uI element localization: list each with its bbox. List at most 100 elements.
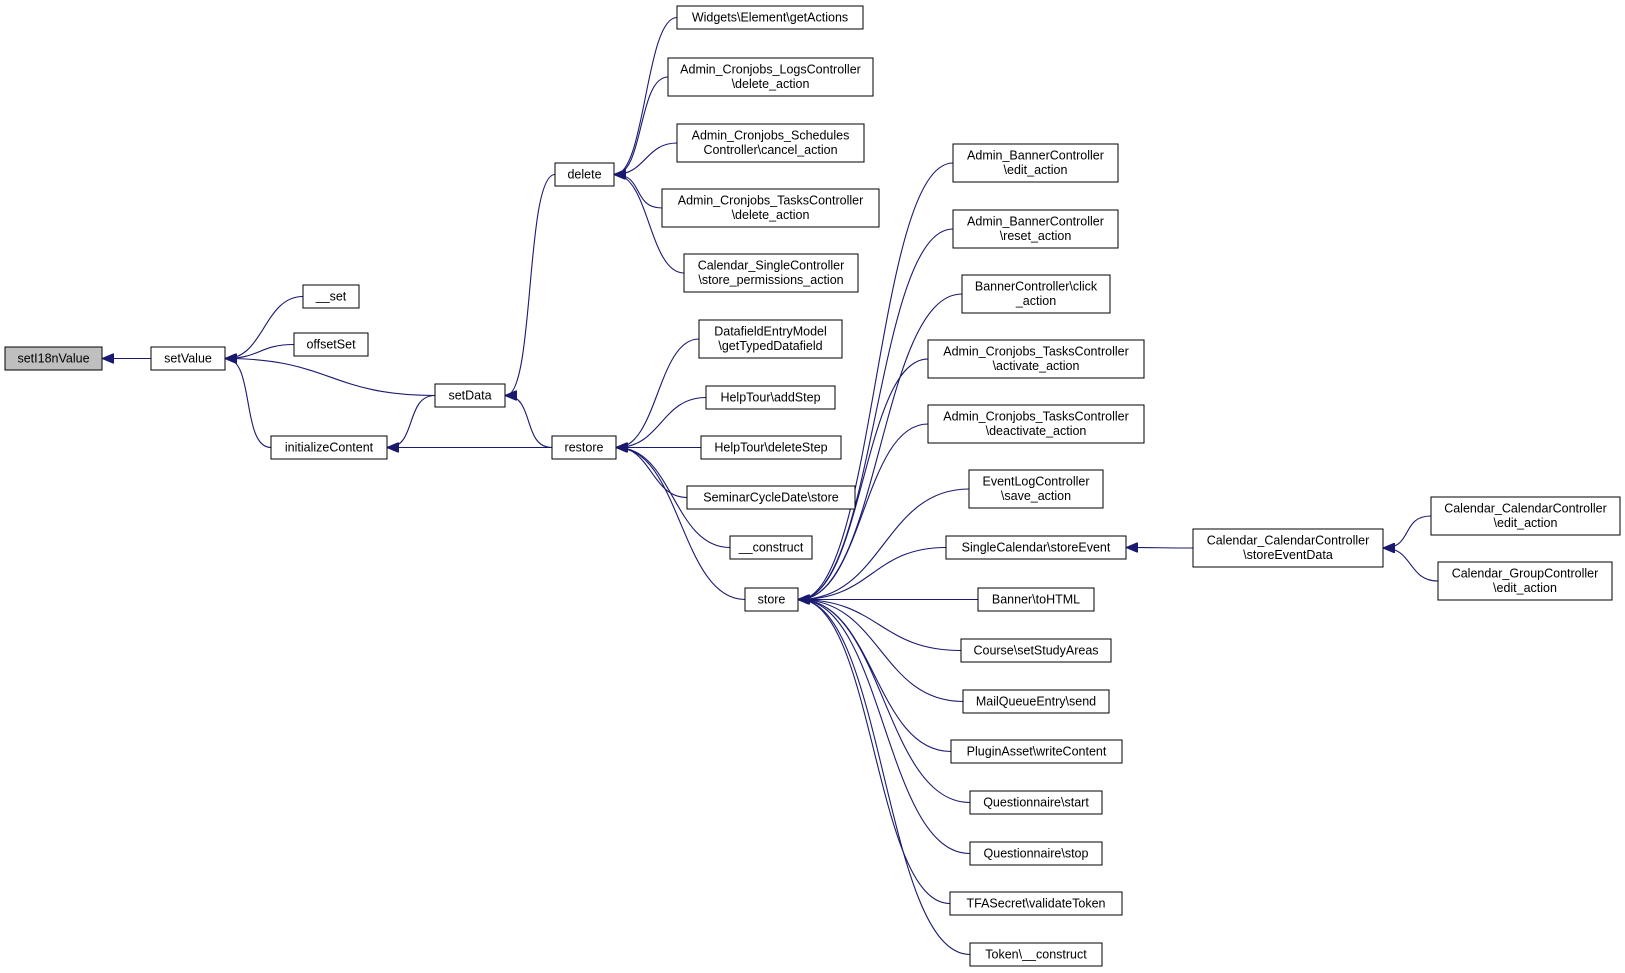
- node-label: Admin_BannerController: [967, 149, 1104, 163]
- node-label: BannerController\click: [975, 280, 1098, 294]
- node-setvalue[interactable]: setValue: [150, 346, 226, 371]
- edge-logs-delete-to-delete: [615, 76, 669, 175]
- node-box: [434, 383, 506, 408]
- node-tasks-deactivate[interactable]: Admin_Cronjobs_TasksController\deactivat…: [927, 404, 1145, 444]
- node-schedules-cancel[interactable]: Admin_Cronjobs_SchedulesController\cance…: [676, 123, 865, 163]
- node-box: [551, 435, 617, 460]
- node-token-construct[interactable]: Token\__construct: [969, 942, 1103, 967]
- node-label: Controller\cancel_action: [703, 143, 837, 157]
- edge-tasks-deactivate-to-store: [799, 423, 929, 600]
- node-label: HelpTour\deleteStep: [714, 440, 827, 454]
- node-cal-single-store-perm[interactable]: Calendar_SingleController\store_permissi…: [683, 253, 859, 293]
- node-calcal-edit[interactable]: Calendar_CalendarController\edit_action: [1430, 496, 1621, 536]
- node-label: initializeContent: [285, 440, 374, 454]
- node-setdata[interactable]: setData: [434, 383, 506, 408]
- node---construct[interactable]: __construct: [729, 535, 813, 560]
- edge-quest-start-to-store: [799, 600, 971, 804]
- node-quest-start[interactable]: Questionnaire\start: [969, 790, 1103, 815]
- node-widgets-getactions[interactable]: Widgets\Element\getActions: [676, 5, 864, 30]
- node-label: \storeEventData: [1243, 548, 1333, 562]
- edge-store-to-restore: [617, 448, 746, 601]
- node-label: \store_permissions_action: [698, 273, 843, 287]
- node-banner-click[interactable]: BannerController\click_action: [961, 274, 1111, 314]
- edge-calcal-edit-to-calcal-storeeventdata: [1384, 515, 1432, 548]
- node-label: __set: [315, 289, 347, 303]
- node-label: Widgets\Element\getActions: [692, 10, 848, 24]
- node-label: Admin_BannerController: [967, 215, 1104, 229]
- node-label: Questionnaire\stop: [984, 846, 1089, 860]
- node-label: Admin_Cronjobs_LogsController: [680, 63, 861, 77]
- node---set[interactable]: __set: [302, 284, 360, 309]
- node-label: Admin_Cronjobs_TasksController: [678, 194, 864, 208]
- node-box: [4, 346, 103, 371]
- node-calgroup-edit[interactable]: Calendar_GroupController\edit_action: [1437, 561, 1613, 601]
- node-box: [744, 587, 799, 612]
- node-label: MailQueueEntry\send: [976, 694, 1096, 708]
- node-logs-delete[interactable]: Admin_Cronjobs_LogsController\delete_act…: [667, 57, 874, 97]
- node-box: [270, 435, 388, 460]
- node-layer: setI18nValue setValue __set offsetSet initia…: [4, 5, 1621, 967]
- node-restore[interactable]: restore: [551, 435, 617, 460]
- edge-tasks-delete-to-delete: [615, 175, 663, 209]
- node-box: [700, 435, 842, 460]
- node-tfa-validate[interactable]: TFASecret\validateToken: [949, 891, 1123, 916]
- edge-calgroup-edit-to-calcal-storeeventdata: [1384, 548, 1439, 582]
- node-label: HelpTour\addStep: [720, 390, 820, 404]
- node-box: [676, 123, 865, 163]
- node-initializecontent[interactable]: initializeContent: [270, 435, 388, 460]
- node-calcal-storeeventdata[interactable]: Calendar_CalendarController\storeEventDa…: [1192, 528, 1384, 568]
- node-box: [961, 274, 1111, 314]
- node-quest-stop[interactable]: Questionnaire\stop: [969, 841, 1103, 866]
- node-seti18nvalue[interactable]: setI18nValue: [4, 346, 103, 371]
- node-box: [969, 841, 1103, 866]
- node-label: Calendar_GroupController: [1452, 567, 1599, 581]
- node-box: [952, 209, 1119, 249]
- node-eventlog-save[interactable]: EventLogController\save_action: [968, 469, 1104, 509]
- node-pluginasset-write[interactable]: PluginAsset\writeContent: [950, 739, 1123, 764]
- edge-helptour-addstep-to-restore: [617, 396, 707, 448]
- node-helptour-addstep[interactable]: HelpTour\addStep: [705, 385, 836, 410]
- node-box: [698, 319, 843, 359]
- node-delete[interactable]: delete: [554, 162, 615, 187]
- node-tasks-delete[interactable]: Admin_Cronjobs_TasksController\delete_ac…: [661, 188, 880, 228]
- node-label: DatafieldEntryModel: [714, 325, 827, 339]
- node-label: EventLogController: [982, 475, 1089, 489]
- node-label: \getTypedDatafield: [718, 339, 822, 353]
- node-banner-reset[interactable]: Admin_BannerController\reset_action: [952, 209, 1119, 249]
- node-tasks-activate[interactable]: Admin_Cronjobs_TasksController\activate_…: [927, 339, 1145, 379]
- node-box: [683, 253, 859, 293]
- node-box: [667, 57, 874, 97]
- node-label: \activate_action: [993, 359, 1080, 373]
- node-box: [150, 346, 226, 371]
- node-label: \edit_action: [1004, 163, 1068, 177]
- node-box: [1430, 496, 1621, 536]
- edge-singlecal-storeevent-to-store: [799, 546, 947, 600]
- edge-token-construct-to-store: [799, 600, 971, 956]
- node-label: Calendar_CalendarController: [1444, 502, 1607, 516]
- node-seminarcycle-store[interactable]: SeminarCycleDate\store: [686, 485, 856, 510]
- node-mailqueue-send[interactable]: MailQueueEntry\send: [962, 689, 1110, 714]
- node-helptour-deletestep[interactable]: HelpTour\deleteStep: [700, 435, 842, 460]
- node-singlecal-storeevent[interactable]: SingleCalendar\storeEvent: [945, 535, 1127, 560]
- node-banner-tohtml[interactable]: Banner\toHTML: [977, 587, 1095, 612]
- node-label: setI18nValue: [17, 351, 89, 365]
- node-offsetset[interactable]: offsetSet: [293, 332, 369, 357]
- edge-widgets-getactions-to-delete: [615, 16, 678, 175]
- node-label: setValue: [164, 351, 212, 365]
- edge-calcal-storeeventdata-to-singlecal-storeevent: [1127, 548, 1194, 549]
- node-box: [977, 587, 1095, 612]
- edge-course-setstudyareas-to-store: [799, 600, 962, 652]
- edge---set-to-setvalue: [226, 295, 304, 359]
- node-label: Admin_Cronjobs_TasksController: [943, 345, 1129, 359]
- node-course-setstudyareas[interactable]: Course\setStudyAreas: [960, 638, 1112, 663]
- node-box: [1192, 528, 1384, 568]
- node-label: __construct: [738, 540, 804, 554]
- node-label: delete: [567, 167, 601, 181]
- node-label: \delete_action: [732, 77, 810, 91]
- node-banner-edit[interactable]: Admin_BannerController\edit_action: [952, 143, 1119, 183]
- node-store[interactable]: store: [744, 587, 799, 612]
- node-label: offsetSet: [306, 337, 356, 351]
- node-label: Banner\toHTML: [992, 592, 1080, 606]
- node-datafield-gettyped[interactable]: DatafieldEntryModel\getTypedDatafield: [698, 319, 843, 359]
